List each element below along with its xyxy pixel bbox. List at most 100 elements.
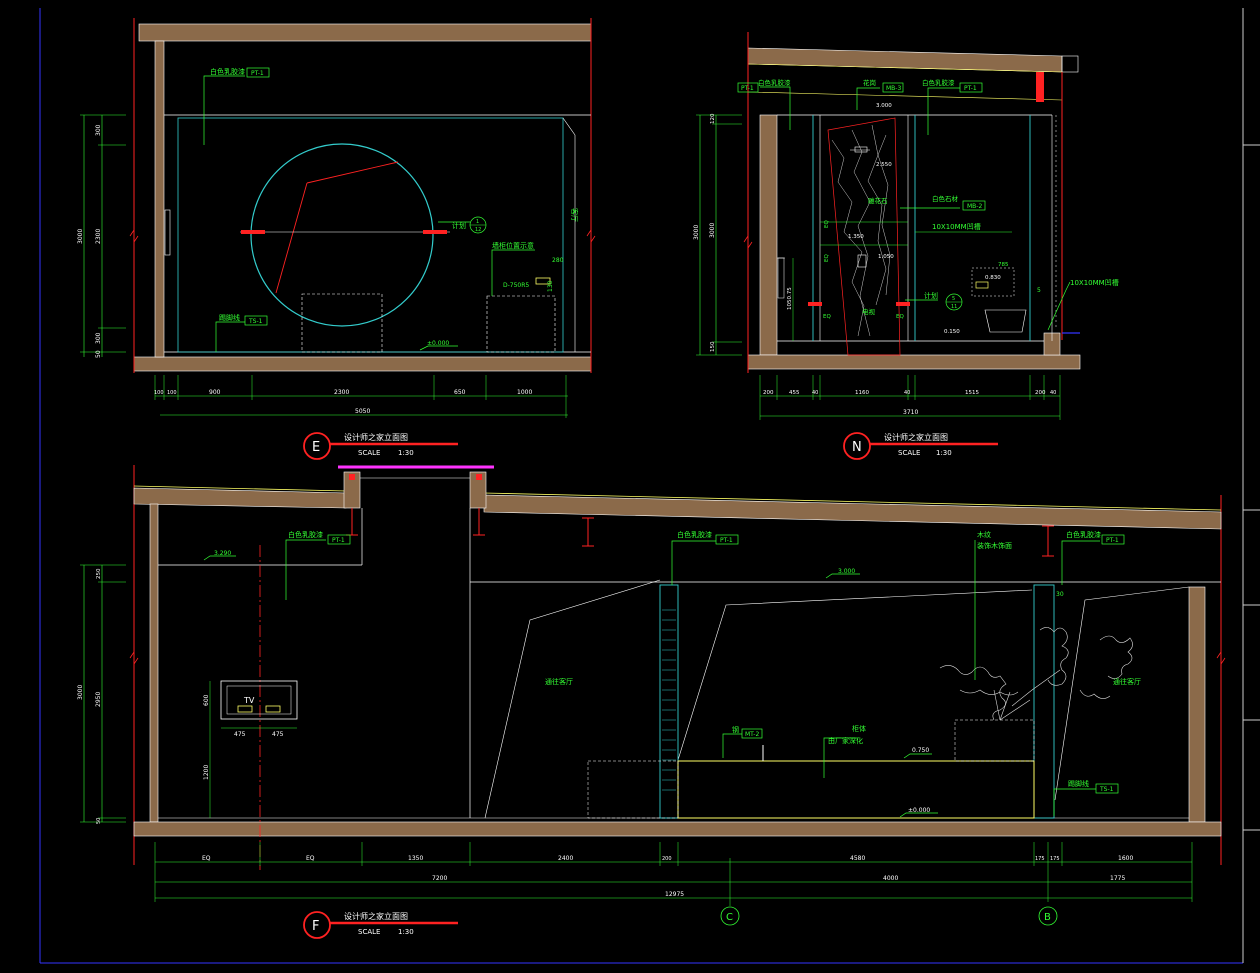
e-hdim-6: 1000	[517, 389, 532, 396]
n-scale-value: 1:30	[936, 449, 952, 457]
n-stone-mid: 雕花石	[868, 196, 888, 205]
ceiling-slab	[138, 23, 592, 42]
n-scale-label: SCALE	[898, 449, 920, 457]
e-title: 设计师之家立面图	[344, 432, 408, 442]
e-paint-top-label: 白色乳胶漆	[210, 67, 245, 76]
f-tag-right: PT-1	[1106, 537, 1119, 544]
f-tag-mid: PT-1	[720, 537, 733, 544]
e-vdim-1: 300	[95, 124, 102, 136]
n-title: 设计师之家立面图	[884, 432, 948, 442]
f-counter	[677, 760, 1035, 819]
left-wall	[154, 40, 165, 358]
n-hdim-4: 1160	[855, 390, 869, 396]
f-tv-label: TV	[243, 696, 255, 705]
n-hdim-8: 40	[1050, 390, 1056, 396]
e-paint-top-tag: PT-1	[251, 70, 264, 77]
f-hdim-2: EQ	[306, 855, 315, 862]
f-vdim-3: 50	[96, 818, 102, 824]
f-counter2: 由厂家深化	[828, 736, 863, 745]
f-lv-mid: 3.000	[838, 568, 855, 575]
e-hdim-4: 2300	[334, 389, 349, 396]
f-floor-slab	[133, 821, 1222, 837]
e-vdim-2: 2300	[95, 229, 102, 244]
f-axis-b	[1038, 906, 1058, 926]
n-lv6: 0.150	[944, 329, 960, 335]
f-hdim-4: 2400	[558, 855, 573, 862]
e-hdim-5: 650	[454, 389, 466, 396]
e-scale-value: 1:30	[398, 449, 414, 457]
e-d-note: D-750R5	[503, 282, 529, 289]
f-vdim-2: 2950	[95, 692, 102, 707]
e-fixture-label: 墙柜位置示意	[492, 241, 534, 250]
n-vdim-total: 3000	[693, 225, 700, 240]
f-hdim-total: 12975	[665, 891, 684, 898]
e-scale-label: SCALE	[358, 449, 380, 457]
n-tag-paint-right: PT-1	[964, 85, 977, 92]
f-steel: 钢	[732, 725, 739, 734]
n-paint-left: 白色乳胶漆	[758, 78, 791, 87]
f-axis-c	[720, 906, 740, 926]
n-tag-left: PT-1	[741, 85, 754, 92]
n-tv-tag-sheet: 11	[951, 304, 957, 310]
n-tag-marble: MB-2	[967, 203, 982, 210]
n-paint-right: 白色乳胶漆	[922, 78, 955, 87]
f-hdim-6: 4580	[850, 855, 865, 862]
f-counter1: 柜体	[852, 724, 866, 733]
n-hdim-7: 200	[1035, 390, 1046, 396]
f-vdim-total: 3000	[77, 685, 84, 700]
n-bubble-letter: N	[852, 440, 862, 455]
e-room-label: 客厅	[570, 208, 579, 222]
f-lv-counter: 0.750	[912, 747, 929, 754]
drawing-n: PT-1 白色乳胶漆 花岗 MB-3 白色乳胶漆 PT-1 3.000 2.55…	[693, 32, 1119, 460]
f-wood2: 装饰木饰面	[977, 541, 1012, 550]
n-vdim-side: 1050.75	[787, 287, 793, 310]
f-hdim-5: 200	[662, 856, 672, 862]
f-hdim-7: 175	[1035, 856, 1045, 862]
n-hdim-5: 40	[904, 390, 910, 396]
n-center-note: 电视	[862, 307, 876, 316]
f-title: 设计师之家立面图	[344, 911, 408, 921]
n-tv-label: 计划	[924, 291, 938, 300]
e-vdim-3: 300	[95, 332, 102, 344]
n-lv7: 785	[998, 262, 1009, 268]
n-tag-stone-top: MB-3	[886, 85, 901, 92]
n-groove2: 10X10MM凹槽	[1070, 278, 1119, 287]
n-vdim-2: 3000	[709, 223, 716, 238]
f-tv-base: 1200	[203, 765, 210, 780]
floor-slab	[133, 356, 592, 372]
f-dim-30: 30	[1056, 591, 1064, 598]
n-lv8: 5	[1037, 287, 1041, 294]
n-eq1: EQ	[824, 220, 830, 228]
e-vdim-total: 3000	[77, 229, 84, 244]
f-hdim2-1: 7200	[432, 875, 447, 882]
n-stone-top: 花岗	[863, 78, 876, 87]
f-right-wall	[1188, 586, 1206, 823]
e-hdim-1: 100	[154, 390, 164, 396]
n-marble: 白色石材	[932, 194, 959, 203]
break-markers	[129, 228, 1226, 666]
n-hdim-6: 1515	[965, 390, 979, 396]
e-skirting-label: 踢脚线	[219, 313, 240, 322]
f-tv-h: 600	[203, 694, 210, 706]
f-roof-right	[483, 494, 1222, 530]
n-hdim-1: 200	[763, 390, 774, 396]
n-hdim-2: 455	[789, 390, 800, 396]
e-hdim-total: 5050	[355, 408, 370, 415]
n-vdim-1: 120	[710, 113, 716, 124]
f-room-right: 通往客厅	[1113, 677, 1141, 686]
e-title-bubble	[303, 432, 331, 460]
e-vdim-4: 50	[95, 350, 102, 358]
f-roof-left	[133, 487, 347, 509]
f-wood1: 木纹	[977, 530, 991, 539]
e-hdim-2: 100	[167, 390, 177, 396]
n-tv-tag-num: 5	[952, 296, 955, 302]
f-hdim2-2: 4000	[883, 875, 898, 882]
n-title-bubble	[843, 432, 871, 460]
n-eq4: EQ	[896, 314, 904, 320]
sheet-frame	[39, 8, 1260, 964]
f-tag-steel: MT-2	[745, 731, 759, 738]
f-tag-skirting: TS-1	[1099, 786, 1114, 793]
f-paint-mid: 白色乳胶漆	[677, 530, 712, 539]
f-hdim-8: 175	[1050, 856, 1060, 862]
e-tv-tag-sheet: 12	[475, 227, 481, 233]
